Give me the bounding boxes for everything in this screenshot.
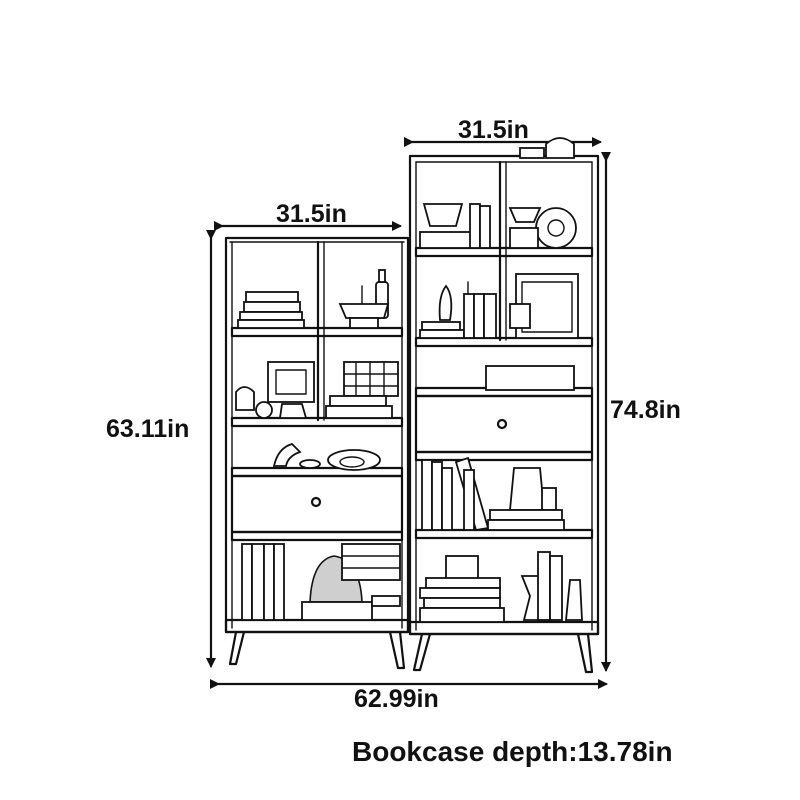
left-leg-1 <box>228 630 246 666</box>
flat-box <box>485 365 575 391</box>
top-jar <box>545 137 575 159</box>
right-drawer-knob <box>496 418 508 430</box>
books-upright <box>241 543 253 621</box>
left-drawer <box>230 474 404 534</box>
small-box <box>445 555 479 581</box>
decor-wheel <box>535 207 577 249</box>
left-height-label: 63.11in <box>106 415 190 443</box>
picture-frame <box>267 361 315 403</box>
left-drawer-knob <box>310 496 322 508</box>
right-shelf-1 <box>414 246 594 258</box>
left-shelf-1 <box>230 326 404 338</box>
top-box <box>519 147 545 159</box>
left-shelf-2 <box>230 416 404 428</box>
basket <box>341 543 401 581</box>
right-leg-2 <box>576 632 594 674</box>
right-leg-1 <box>412 632 432 672</box>
right-drawer <box>414 394 594 454</box>
candle-holder <box>338 303 390 319</box>
books-right <box>421 459 433 531</box>
left-bookcase <box>224 236 410 670</box>
total-width-label: 62.99in <box>354 685 439 713</box>
book-stack <box>245 291 299 303</box>
bowl <box>327 449 381 471</box>
right-height-label: 74.8in <box>610 396 681 424</box>
left-base <box>224 618 410 634</box>
left-leg-2 <box>388 630 406 670</box>
figurine <box>438 284 453 321</box>
right-shelf-2 <box>414 336 594 348</box>
top-right-width-label: 31.5in <box>458 116 529 144</box>
left-shelf-4 <box>230 530 404 542</box>
right-bookcase <box>408 137 600 674</box>
right-base <box>408 620 600 636</box>
right-shelf-4 <box>414 528 594 540</box>
jar <box>235 386 255 411</box>
left-shelf-3 <box>230 466 404 478</box>
abstract-sculpture <box>509 467 545 511</box>
sculpture <box>272 442 302 467</box>
bookend-books <box>537 551 551 621</box>
tall-bowl <box>422 203 464 227</box>
top-left-width-label: 31.5in <box>276 200 347 228</box>
storage-box <box>343 361 399 397</box>
depth-note: Bookcase depth:13.78in <box>352 736 673 767</box>
